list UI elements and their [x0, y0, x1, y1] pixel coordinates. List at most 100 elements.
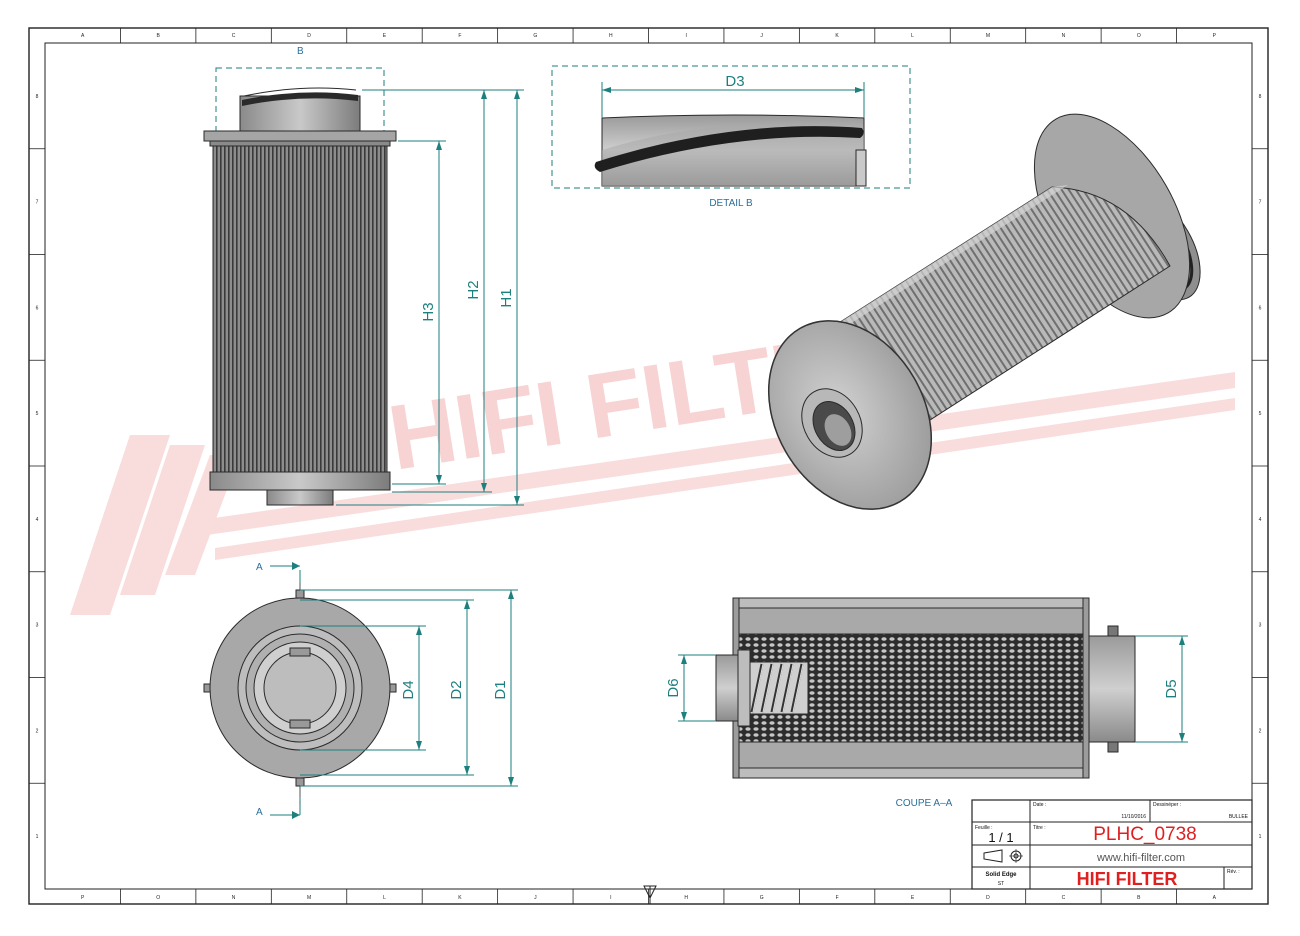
website: www.hifi-filter.com [1096, 852, 1185, 864]
detail-b-ref: B [297, 46, 304, 57]
dimension-d5-label: D5 [1163, 679, 1180, 698]
dimension-d1-label: D1 [492, 680, 509, 699]
border-label-bottom: I [610, 895, 611, 901]
isometric-view [767, 113, 1201, 510]
detail-b-view: D3 DETAIL B [551, 65, 911, 209]
top-oring [242, 92, 358, 106]
border-label-left: 5 [36, 411, 39, 417]
date-value: 11/10/2016 [1121, 814, 1146, 820]
border-label-left: 3 [36, 623, 39, 629]
designer-label: Dessinéper : [1153, 802, 1181, 808]
section-ref-bottom: A [256, 807, 263, 818]
border-label-right: 2 [1259, 728, 1262, 734]
border-label-top: M [986, 33, 990, 39]
border-label-right: 5 [1259, 411, 1262, 417]
border-label-top: K [835, 33, 839, 39]
border-label-right: 7 [1259, 200, 1262, 206]
border-label-top: I [686, 33, 687, 39]
border-label-left: 2 [36, 728, 39, 734]
border-label-bottom: P [81, 895, 85, 901]
border-label-top: G [533, 33, 537, 39]
border-label-top: A [81, 33, 85, 39]
dimension-d2: D2 [300, 599, 474, 776]
border-label-top: B [156, 33, 160, 39]
end-view: A A D4 D2 D1 [203, 562, 518, 819]
title-block: Date : 11/10/2016 Dessinéper : BULLEE Ti… [971, 799, 1253, 890]
dimension-h1-label: H1 [498, 288, 515, 307]
border-label-right: 8 [1259, 94, 1262, 100]
border-label-bottom: F [836, 895, 839, 901]
border-label-bottom: M [307, 895, 311, 901]
border-label-bottom: H [684, 895, 688, 901]
designer-value: BULLEE [1229, 814, 1249, 820]
title-label: Titre : [1033, 825, 1046, 831]
section-ref-top: A [256, 562, 263, 573]
border-label-top: F [458, 33, 461, 39]
border-label-top: J [760, 33, 763, 39]
border-label-bottom: B [1137, 895, 1141, 901]
dimension-d4-label: D4 [400, 680, 417, 699]
sheet-value: 1 / 1 [988, 830, 1013, 845]
dimension-d4: D4 [300, 625, 426, 751]
border-label-left: 8 [36, 94, 39, 100]
border-label-top: C [232, 33, 236, 39]
border-label-top: O [1137, 33, 1141, 39]
bypass-spring [749, 661, 809, 715]
dimension-h3-label: H3 [420, 302, 437, 321]
dimension-d3-label: D3 [725, 73, 744, 90]
border-label-bottom: A [1213, 895, 1217, 901]
section-caption: COUPE A–A [896, 798, 953, 809]
part-number: PLHC_0738 [1093, 824, 1197, 845]
border-label-top: D [307, 33, 311, 39]
border-label-bottom: K [458, 895, 462, 901]
front-view: B H3 H2 [203, 46, 524, 506]
border-label-top: P [1213, 33, 1217, 39]
border-label-left: 6 [36, 305, 39, 311]
border-label-bottom: N [232, 895, 236, 901]
outlet-spigot [1088, 635, 1136, 743]
date-label: Date : [1033, 802, 1046, 808]
border-label-left: 1 [36, 834, 39, 840]
border-label-bottom: C [1062, 895, 1066, 901]
detail-b-caption: DETAIL B [709, 198, 753, 209]
border-label-top: N [1062, 33, 1066, 39]
sheet-label: Feuille : [975, 825, 993, 831]
border-label-bottom: E [911, 895, 915, 901]
brand-name: HIFI FILTER [1077, 869, 1178, 889]
software-name: Solid Edge [985, 872, 1017, 878]
top-flange [203, 130, 397, 142]
projection-symbol-icon [983, 849, 1023, 863]
inlet-port [715, 654, 739, 722]
rev-label: Rév. : [1227, 869, 1240, 875]
dimension-d3: D3 [601, 73, 865, 118]
dimension-d1: D1 [300, 589, 518, 787]
detail-b-oring [594, 126, 864, 172]
dimension-h3: H3 [392, 140, 446, 485]
zone-ticks [29, 28, 1268, 904]
dimension-h2: H2 [362, 89, 492, 493]
border-label-right: 6 [1259, 305, 1262, 311]
dimension-h1: H1 [336, 89, 524, 506]
border-label-left: 4 [36, 517, 39, 523]
section-view: D6 D5 COUPE A–A [665, 597, 1188, 809]
border-label-bottom: O [156, 895, 160, 901]
dimension-d6-label: D6 [665, 678, 682, 697]
border-label-right: 4 [1259, 517, 1262, 523]
border-label-top: L [911, 33, 914, 39]
border-label-bottom: J [534, 895, 537, 901]
border-label-bottom: D [986, 895, 990, 901]
border-label-bottom: G [760, 895, 764, 901]
border-label-top: H [609, 33, 613, 39]
border-label-right: 1 [1259, 834, 1262, 840]
dimension-d2-label: D2 [448, 680, 465, 699]
border-label-left: 7 [36, 200, 39, 206]
bottom-spigot [266, 489, 334, 506]
pleated-element [212, 145, 388, 473]
border-label-right: 3 [1259, 623, 1262, 629]
dimension-d5: D5 [1135, 635, 1188, 743]
border-label-bottom: L [383, 895, 386, 901]
dimension-d6: D6 [665, 654, 716, 722]
software-version: ST [998, 881, 1004, 887]
border-label-top: E [383, 33, 387, 39]
